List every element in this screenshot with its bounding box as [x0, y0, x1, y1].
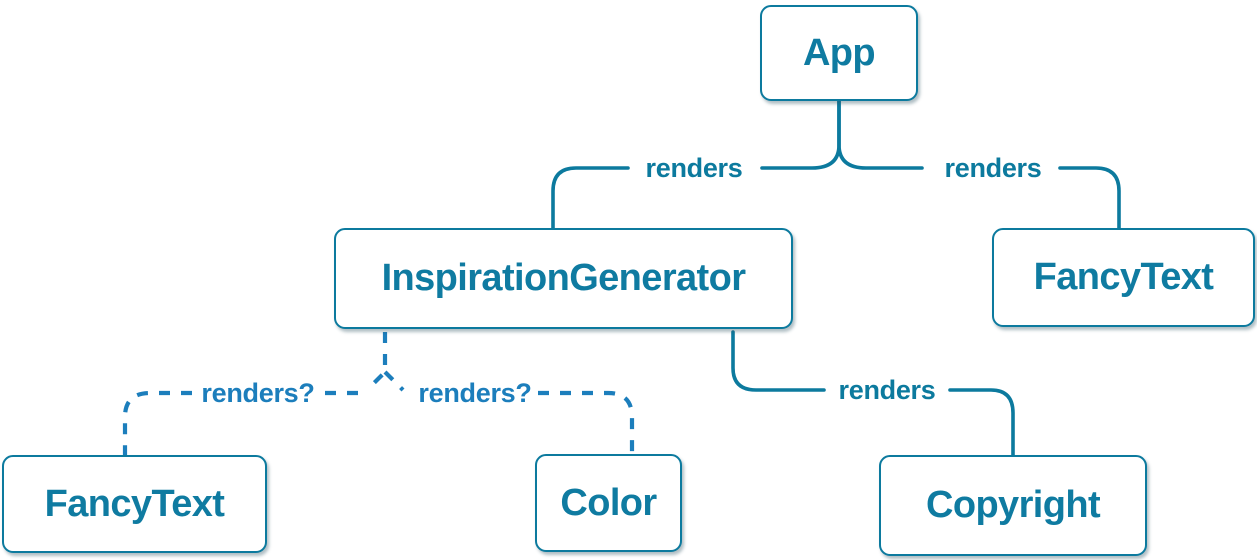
- node-copyright: Copyright: [879, 455, 1147, 556]
- edge-app-fancytext-line: [837, 99, 1121, 230]
- node-fancy-text-bottom: FancyText: [2, 455, 267, 553]
- edge-label-renders-question-left: renders?: [201, 378, 314, 408]
- edge-label-renders-right: renders: [945, 153, 1042, 183]
- edge-inspirationgenerator-color-dashed-line: [383, 370, 635, 453]
- node-fancy-text-bottom-label: FancyText: [44, 482, 225, 525]
- node-color: Color: [535, 454, 682, 552]
- node-inspiration-generator-label: InspirationGenerator: [381, 257, 746, 299]
- node-fancy-text-top: FancyText: [992, 228, 1255, 327]
- node-color-label: Color: [560, 481, 657, 524]
- node-fancy-text-top-label: FancyText: [1033, 256, 1214, 298]
- edge-label-renders-left: renders: [646, 153, 743, 183]
- node-inspiration-generator: InspirationGenerator: [334, 228, 793, 329]
- edge-label-renders-question-right: renders?: [418, 378, 531, 408]
- node-app-label: App: [802, 31, 876, 74]
- edge-inspirationgenerator-copyright-line: [731, 330, 1015, 457]
- node-app: App: [760, 5, 918, 101]
- edge-label-renders-copyright: renders: [839, 375, 936, 405]
- node-copyright-label: Copyright: [925, 484, 1101, 526]
- edge-inspirationgenerator-fancytext-dashed-line: [122, 332, 388, 455]
